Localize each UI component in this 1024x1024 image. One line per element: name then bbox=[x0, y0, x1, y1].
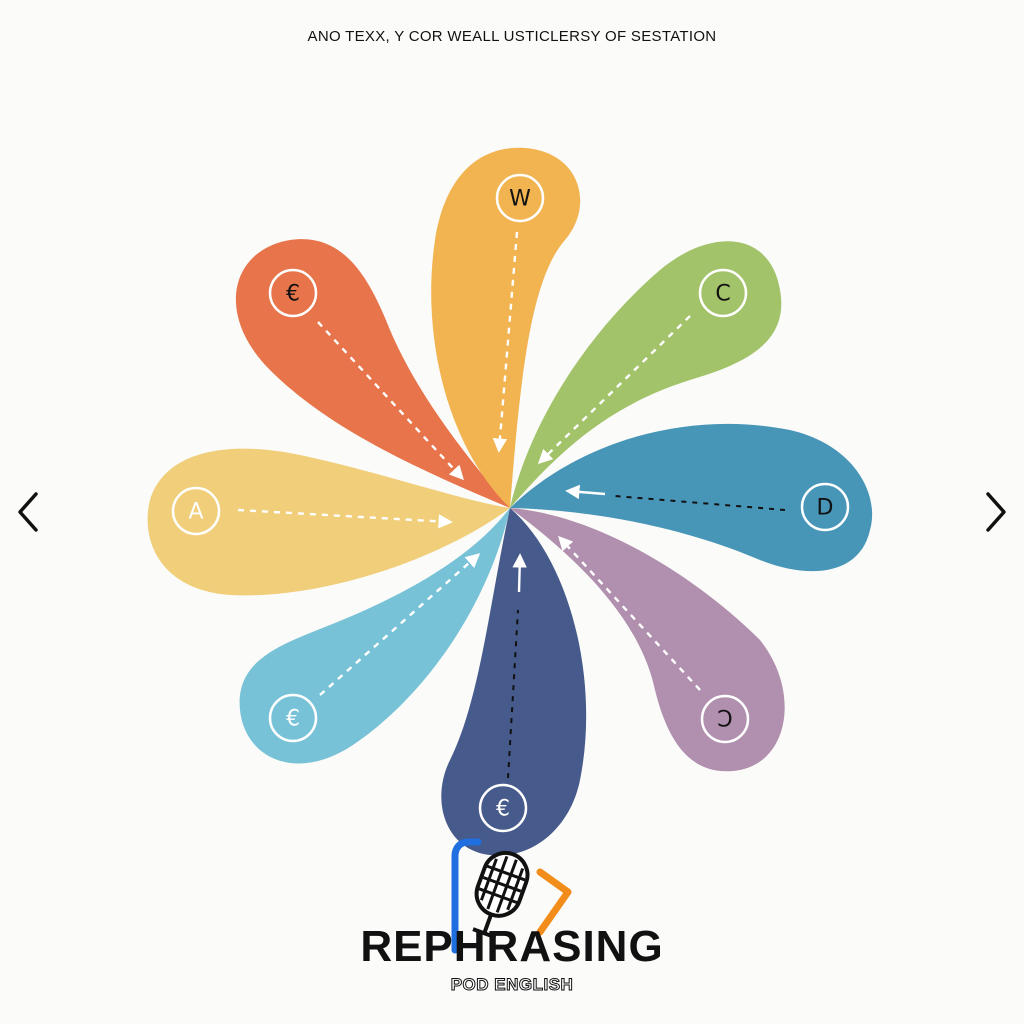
node-circle-bottom bbox=[478, 783, 528, 833]
logo-subtitle: POD ENGLISH bbox=[450, 975, 574, 995]
node-label-top: W bbox=[509, 187, 531, 212]
node-circle-left bbox=[171, 486, 221, 536]
petal-top-right bbox=[510, 241, 782, 509]
logo-blue-bracket bbox=[451, 838, 482, 954]
petal-top-left bbox=[235, 239, 511, 509]
chevron-right-icon bbox=[986, 492, 1006, 532]
node-label-bottom: € bbox=[496, 797, 510, 822]
node-circle-top-right bbox=[698, 268, 748, 318]
node-label-bottom-right: Ↄ bbox=[717, 708, 732, 733]
node-circle-top bbox=[495, 173, 545, 223]
chevron-left-icon bbox=[18, 492, 38, 532]
prev-arrow-button[interactable] bbox=[14, 490, 44, 534]
microphone-icon bbox=[451, 838, 572, 954]
petal-left bbox=[147, 448, 510, 596]
connector-right-head bbox=[565, 484, 606, 500]
page-title: ANO TEXX, Y COR WEALL USTICLERSY OF SEST… bbox=[307, 28, 717, 45]
node-circle-top-left bbox=[268, 268, 318, 318]
connector-bottom-head bbox=[512, 553, 527, 593]
node-label-right: D bbox=[817, 496, 834, 521]
petal-bottom-right bbox=[510, 508, 785, 772]
logo-title: REPHRASING bbox=[360, 922, 664, 971]
node-label-top-left: € bbox=[286, 282, 300, 307]
petal-right bbox=[510, 423, 873, 572]
node-label-bottom-left: € bbox=[286, 707, 300, 732]
node-circle-bottom-right bbox=[700, 694, 750, 744]
next-arrow-button[interactable] bbox=[980, 490, 1010, 534]
node-label-left: A bbox=[188, 500, 203, 525]
logo-orange-chevron bbox=[536, 868, 572, 936]
connector-bottom-right bbox=[558, 535, 701, 691]
petal-top bbox=[431, 147, 581, 508]
connector-top bbox=[492, 231, 519, 453]
node-circle-right bbox=[800, 482, 850, 532]
node-circle-bottom-left bbox=[268, 693, 318, 743]
petal-bottom bbox=[441, 508, 587, 856]
node-label-top-right: C bbox=[715, 282, 730, 307]
